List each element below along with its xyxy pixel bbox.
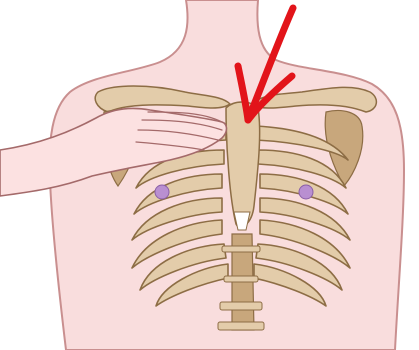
right-nipple — [299, 185, 313, 199]
left-nipple — [155, 185, 169, 199]
